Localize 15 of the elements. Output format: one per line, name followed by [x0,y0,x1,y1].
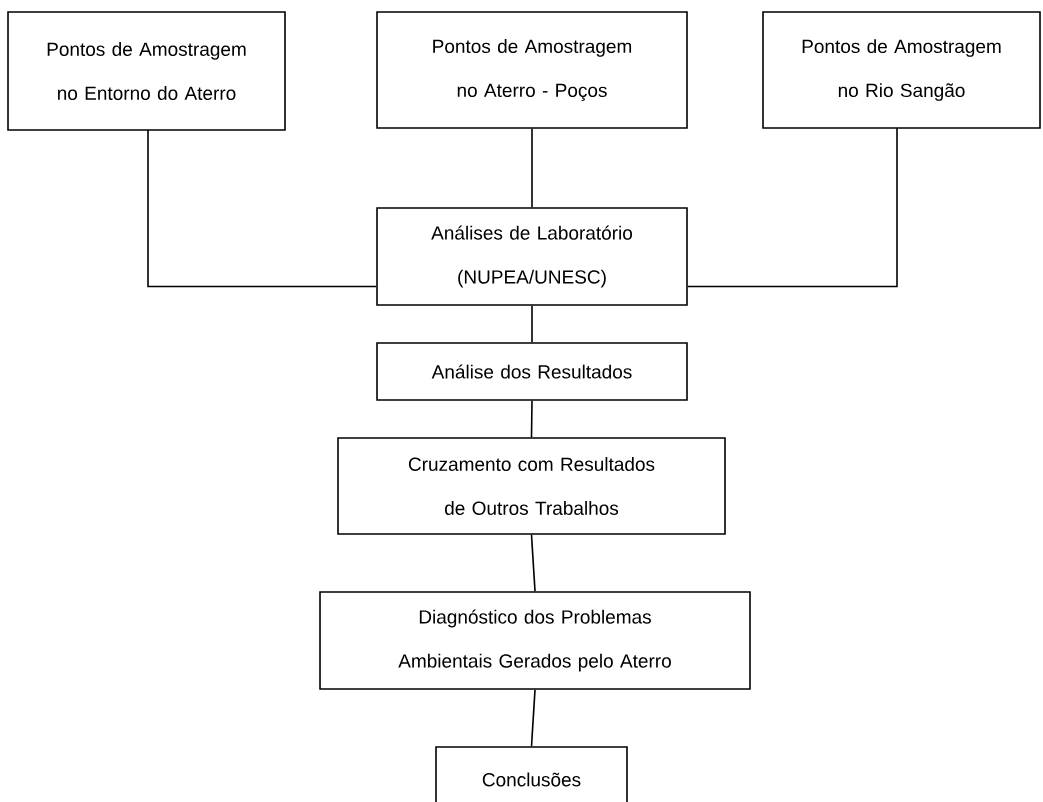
process-box: Diagnóstico dos Problemas Ambientais Gerados pelo Aterro [319,591,751,690]
process-box: Pontos de Amostragem no Entorno do Aterro [7,11,286,131]
connector-line [530,689,536,747]
process-box: Pontos de Amostragem no Aterro - Poços [376,11,688,129]
connector-line [531,128,533,208]
connector-line [687,127,898,288]
process-box: Cruzamento com Resultados de Outros Trabalhos [337,437,726,535]
process-box: Análise dos Resultados [376,342,688,401]
connector-line [531,305,533,343]
process-box: Pontos de Amostragem no Rio Sangão [762,11,1041,129]
process-box: Conclusões [435,746,628,802]
connector-line [147,129,377,288]
connector-line [530,534,536,592]
process-box: Análises de Laboratório (NUPEA/UNESC) [376,207,688,306]
connector-line [530,400,533,438]
